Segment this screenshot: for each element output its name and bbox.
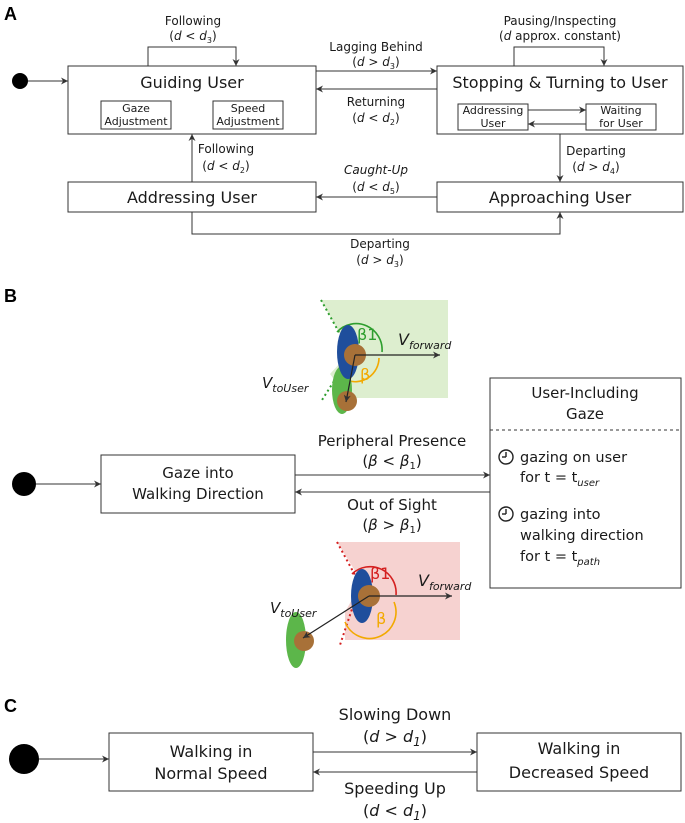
label-returning: Returning bbox=[347, 95, 405, 109]
label-pausing-inspecting: Pausing/Inspecting bbox=[504, 14, 617, 28]
activity-gazing-direction-line3: for t = tpath bbox=[520, 549, 600, 568]
initial-state-dot-b bbox=[12, 472, 36, 496]
label-caught-up: Caught-Up bbox=[344, 163, 408, 177]
label-following-left-condition: (d < d2) bbox=[202, 159, 249, 175]
state-user-including-line1: User-Including bbox=[531, 384, 638, 402]
label-beta-green: β bbox=[360, 365, 370, 384]
label-v-touser-green: VtoUser bbox=[262, 374, 310, 395]
state-addressing-user bbox=[67, 181, 317, 213]
state-guiding-user-label: Guiding User bbox=[140, 73, 244, 92]
substate-addressing-user bbox=[457, 103, 529, 131]
state-stopping-turning-label: Stopping & Turning to User bbox=[452, 73, 668, 92]
label-slowing-down-condition: (d > d1) bbox=[363, 727, 427, 749]
activity-gazing-direction-line2: walking direction bbox=[520, 528, 644, 544]
panel-letter-c: C bbox=[4, 696, 17, 716]
label-departing-right: Departing bbox=[566, 144, 626, 158]
substate-waiting-for-user-line2: for User bbox=[599, 117, 643, 130]
label-departing-bottom-condition: (d > d3) bbox=[356, 253, 403, 269]
label-beta1-green: β1 bbox=[357, 325, 377, 344]
label-following-top: Following bbox=[165, 14, 221, 28]
angle-arc-beta1-red bbox=[351, 565, 397, 596]
state-walking-normal-speed bbox=[108, 732, 314, 792]
label-departing-bottom: Departing bbox=[350, 237, 410, 251]
substate-gaze-adjustment-line1: Gaze bbox=[122, 102, 150, 115]
panel-letter-b: B bbox=[4, 286, 17, 306]
vector-touser-red bbox=[302, 595, 370, 639]
label-v-forward-green: Vforward bbox=[398, 330, 452, 352]
label-out-of-sight: Out of Sight bbox=[347, 496, 437, 514]
label-following-top-condition: (d < d3) bbox=[169, 29, 216, 45]
angle-arc-beta-red bbox=[344, 601, 397, 640]
substate-addressing-user-line2: User bbox=[480, 117, 506, 130]
transition-following-self-loop bbox=[147, 46, 240, 66]
state-walking-decreased-line2: Decreased Speed bbox=[509, 763, 649, 782]
state-walking-normal-line1: Walking in bbox=[170, 742, 253, 761]
label-v-touser-red: VtoUser bbox=[270, 599, 318, 620]
panel-letter-a: A bbox=[4, 4, 17, 24]
clock-icon bbox=[498, 449, 514, 465]
angle-arc-beta1-green bbox=[336, 322, 383, 353]
label-beta1-red: β1 bbox=[370, 564, 390, 583]
label-caught-up-condition: (d < d5) bbox=[352, 180, 399, 196]
label-out-of-sight-condition: (β > β1) bbox=[362, 516, 421, 536]
activity-gazing-user-line2: for t = tuser bbox=[520, 470, 600, 489]
label-lagging-condition: (d > d3) bbox=[352, 55, 399, 71]
label-pausing-condition: (d approx. constant) bbox=[499, 29, 621, 43]
label-v-forward-red: Vforward bbox=[418, 571, 472, 593]
label-slowing-down: Slowing Down bbox=[339, 705, 452, 724]
substate-speed-adjustment-line1: Speed bbox=[231, 102, 265, 115]
substate-waiting-for-user-line1: Waiting bbox=[600, 104, 641, 117]
substate-gaze-adjustment bbox=[100, 100, 172, 130]
label-lagging-behind: Lagging Behind bbox=[329, 40, 422, 54]
user-head-red bbox=[294, 631, 314, 651]
state-gaze-walking-line2: Walking Direction bbox=[132, 485, 264, 503]
state-addressing-user-label: Addressing User bbox=[127, 188, 257, 207]
activity-gazing-direction-line1: gazing into bbox=[520, 507, 601, 523]
label-speeding-up-condition: (d < d1) bbox=[363, 801, 427, 823]
clock-icon bbox=[498, 506, 514, 522]
label-peripheral-condition: (β < β1) bbox=[362, 452, 421, 472]
initial-state-dot-a bbox=[12, 73, 28, 89]
transition-departing-bottom bbox=[191, 212, 564, 235]
label-following-left: Following bbox=[198, 142, 254, 156]
state-user-including-gaze bbox=[489, 377, 682, 589]
substate-gaze-adjustment-line2: Adjustment bbox=[104, 115, 168, 128]
substate-addressing-user-line1: Addressing bbox=[463, 104, 524, 117]
state-user-including-line2: Gaze bbox=[566, 405, 604, 423]
state-walking-decreased-speed bbox=[476, 732, 682, 792]
state-approaching-user-label: Approaching User bbox=[489, 188, 632, 207]
substate-speed-adjustment bbox=[212, 100, 284, 130]
state-gaze-walking-line1: Gaze into bbox=[162, 464, 233, 482]
state-walking-normal-line2: Normal Speed bbox=[154, 764, 267, 783]
state-gaze-walking-direction bbox=[100, 454, 296, 514]
transition-pausing-self-loop bbox=[513, 46, 608, 66]
label-peripheral-presence: Peripheral Presence bbox=[318, 432, 467, 450]
state-approaching-user bbox=[436, 181, 684, 213]
substate-waiting-for-user bbox=[585, 103, 657, 131]
fov-edge-red-upper bbox=[336, 541, 363, 589]
label-departing-right-condition: (d > d4) bbox=[572, 160, 619, 176]
state-walking-decreased-line1: Walking in bbox=[538, 739, 621, 758]
label-beta-red: β bbox=[376, 609, 386, 628]
substate-speed-adjustment-line2: Adjustment bbox=[216, 115, 280, 128]
initial-state-dot-c bbox=[9, 744, 39, 774]
label-speeding-up: Speeding Up bbox=[344, 779, 446, 798]
label-returning-condition: (d < d2) bbox=[352, 111, 399, 127]
vector-touser-green bbox=[343, 354, 356, 403]
activity-gazing-user-line1: gazing on user bbox=[520, 450, 627, 466]
